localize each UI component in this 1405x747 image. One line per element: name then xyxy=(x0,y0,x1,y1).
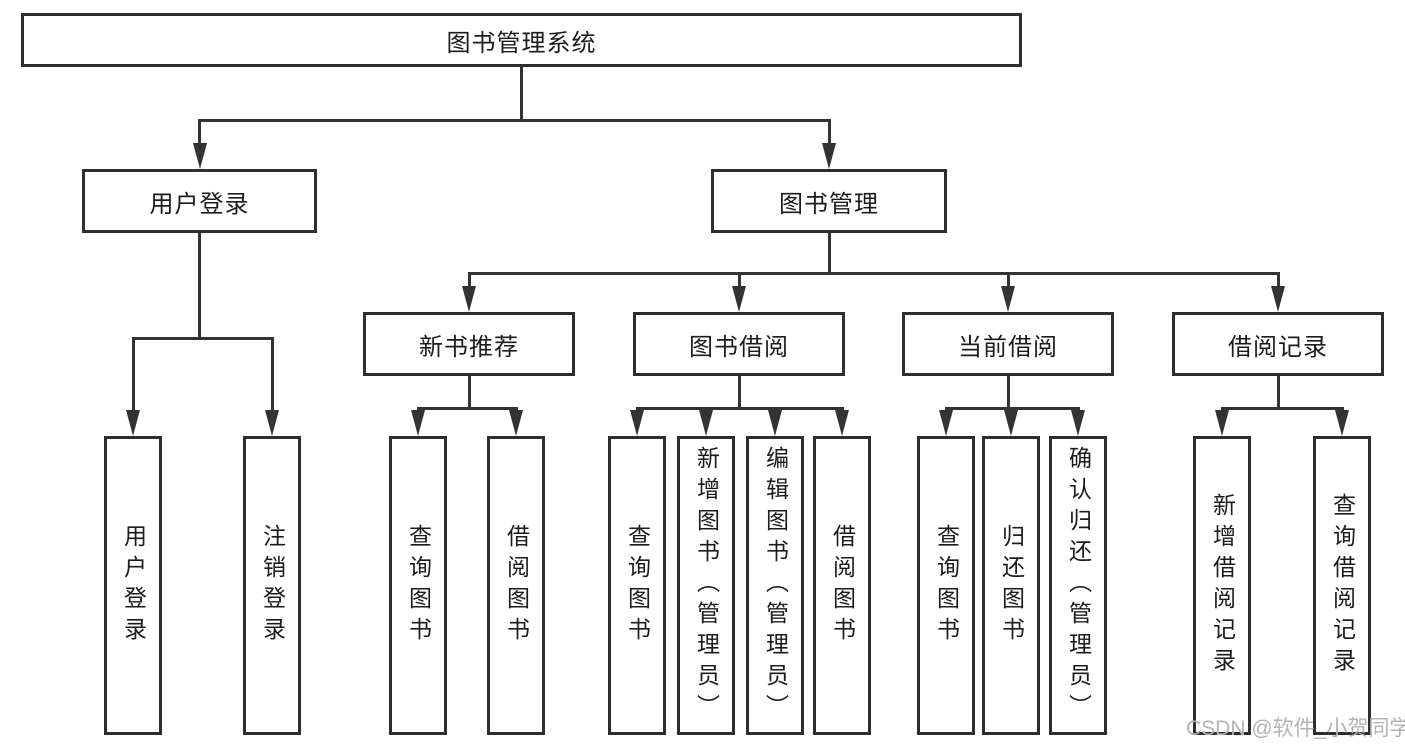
connector-vline xyxy=(198,119,201,147)
leaf-borrow-books-recommend: 借阅图书 xyxy=(487,436,545,735)
connector-hline xyxy=(467,272,1280,275)
node-root-system: 图书管理系统 xyxy=(21,13,1022,67)
arrow-down-icon xyxy=(768,410,782,436)
node-current-borrow: 当前借阅 xyxy=(902,312,1114,376)
connector-vline xyxy=(198,233,201,340)
arrow-down-icon xyxy=(732,286,746,312)
csdn-watermark: CSDN @软件_小贺同学 xyxy=(1186,717,1405,740)
node-borrow-records-label: 借阅记录 xyxy=(1228,333,1328,361)
arrow-down-icon xyxy=(822,143,836,169)
leaf-query-books-current: 查询图书 xyxy=(917,436,975,735)
leaf-query-books-recommend: 查询图书 xyxy=(389,436,447,735)
connector-vline xyxy=(520,67,523,122)
arrow-down-icon xyxy=(939,410,953,436)
connector-vline xyxy=(1006,272,1010,289)
leaf-confirm-return-admin-label: 确认归还（管理员） xyxy=(1065,446,1092,725)
leaf-return-book-label: 归还图书 xyxy=(998,523,1025,648)
node-user-login-label: 用户登录 xyxy=(149,190,250,218)
leaf-query-books-borrow: 查询图书 xyxy=(608,436,666,735)
arrow-down-icon xyxy=(1001,286,1015,312)
connector-vline xyxy=(828,119,831,147)
node-new-book-recommend-label: 新书推荐 xyxy=(419,333,519,361)
arrow-down-icon xyxy=(1335,410,1349,436)
connector-vline xyxy=(467,376,471,410)
arrow-down-icon xyxy=(630,410,644,436)
node-user-login: 用户登录 xyxy=(82,169,317,233)
arrow-down-icon xyxy=(462,286,476,312)
leaf-confirm-return-admin: 确认归还（管理员） xyxy=(1049,436,1107,735)
arrow-down-icon xyxy=(835,410,849,436)
leaf-query-books-borrow-label: 查询图书 xyxy=(624,523,651,648)
connector-hline xyxy=(416,407,518,410)
leaf-add-book-admin-label: 新增图书（管理员） xyxy=(693,446,720,725)
leaf-logout-label: 注销登录 xyxy=(259,523,286,648)
node-book-management: 图书管理 xyxy=(711,169,947,233)
node-book-borrow-label: 图书借阅 xyxy=(689,333,789,361)
leaf-query-books-current-label: 查询图书 xyxy=(933,523,960,648)
node-root-label: 图书管理系统 xyxy=(446,29,597,57)
connector-vline xyxy=(1006,376,1010,410)
connector-hline xyxy=(944,407,1080,410)
arrow-down-icon xyxy=(699,410,713,436)
arrow-down-icon xyxy=(1004,410,1018,436)
node-borrow-records: 借阅记录 xyxy=(1172,312,1384,376)
arrow-down-icon xyxy=(1071,410,1085,436)
arrow-down-icon xyxy=(126,410,140,436)
leaf-user-login-label: 用户登录 xyxy=(120,523,147,648)
leaf-borrow-books: 借阅图书 xyxy=(813,436,871,735)
leaf-add-borrow-record-label: 新增借阅记录 xyxy=(1209,492,1236,679)
node-new-book-recommend: 新书推荐 xyxy=(363,312,575,376)
arrow-down-icon xyxy=(1215,410,1229,436)
connector-vline xyxy=(1276,272,1280,289)
leaf-add-borrow-record: 新增借阅记录 xyxy=(1193,436,1251,735)
leaf-borrow-books-recommend-label: 借阅图书 xyxy=(503,523,530,648)
connector-vline xyxy=(828,233,831,275)
connector-vline xyxy=(1276,376,1280,410)
leaf-query-books-recommend-label: 查询图书 xyxy=(405,523,432,648)
leaf-query-borrow-record: 查询借阅记录 xyxy=(1313,436,1371,735)
arrow-down-icon xyxy=(411,410,425,436)
leaf-add-book-admin: 新增图书（管理员） xyxy=(677,436,735,735)
leaf-return-book: 归还图书 xyxy=(982,436,1040,735)
leaf-edit-book-admin-label: 编辑图书（管理员） xyxy=(762,446,789,725)
node-book-borrow: 图书借阅 xyxy=(633,312,845,376)
connector-vline xyxy=(737,272,741,289)
connector-vline xyxy=(131,337,135,413)
leaf-borrow-books-label: 借阅图书 xyxy=(829,523,856,648)
connector-hline xyxy=(198,119,831,122)
node-book-management-label: 图书管理 xyxy=(779,190,879,218)
node-current-borrow-label: 当前借阅 xyxy=(958,333,1058,361)
leaf-user-login: 用户登录 xyxy=(104,436,162,735)
connector-hline xyxy=(635,407,844,410)
connector-vline xyxy=(737,376,741,410)
connector-hline xyxy=(131,337,274,340)
leaf-edit-book-admin: 编辑图书（管理员） xyxy=(746,436,804,735)
arrow-down-icon xyxy=(265,410,279,436)
connector-vline xyxy=(270,337,274,413)
leaf-logout: 注销登录 xyxy=(243,436,301,735)
arrow-down-icon xyxy=(192,143,207,169)
leaf-query-borrow-record-label: 查询借阅记录 xyxy=(1329,492,1356,679)
arrow-down-icon xyxy=(1271,286,1285,312)
arrow-down-icon xyxy=(509,410,523,436)
connector-vline xyxy=(467,272,471,289)
connector-hline xyxy=(1220,407,1344,410)
